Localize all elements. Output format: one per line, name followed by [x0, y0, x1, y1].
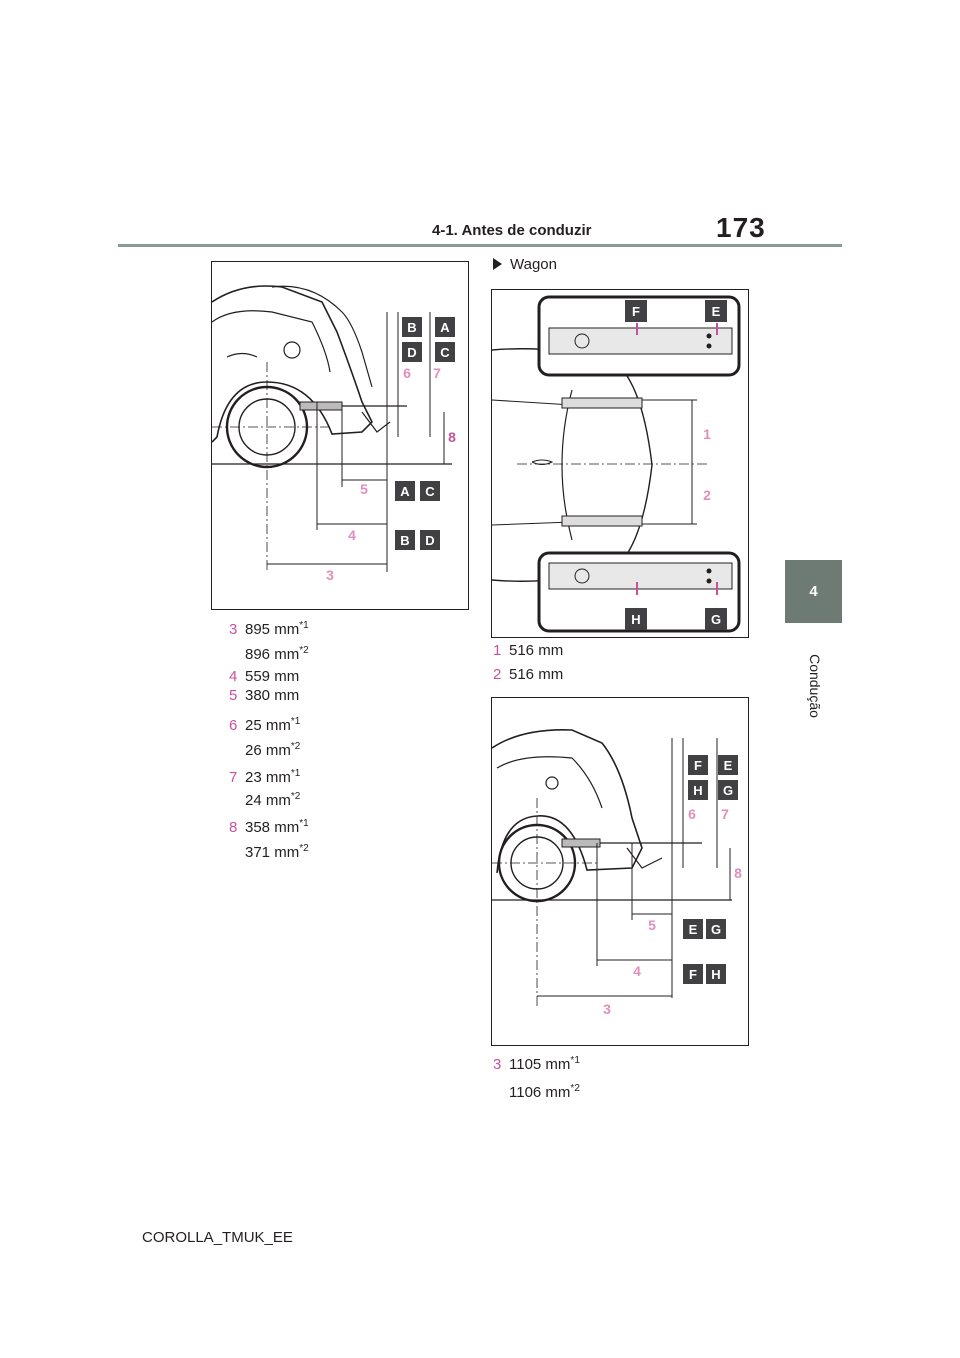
model-code: COROLLA_TMUK_EE: [142, 1229, 293, 1246]
marker-label: D: [425, 533, 434, 548]
dim-label: 6: [403, 365, 411, 381]
dim-label: 3: [326, 567, 334, 583]
dim-label: 5: [648, 917, 656, 933]
marker-label: A: [400, 484, 410, 499]
dim-label: 4: [348, 527, 356, 543]
header-rule: [118, 244, 842, 247]
dim-label: 4: [633, 963, 641, 979]
wagon-heading: Wagon: [493, 256, 557, 273]
dim-label: 1: [703, 426, 711, 442]
chapter-number: 4: [809, 583, 818, 600]
marker-label: E: [689, 922, 698, 937]
chapter-tab: 4: [785, 560, 842, 623]
marker-label: D: [407, 345, 416, 360]
marker-label: G: [711, 922, 721, 937]
wagon-top-diagram: F E 1 2 H G: [491, 289, 749, 638]
marker-label: F: [632, 304, 640, 319]
dim-label: 2: [703, 487, 711, 503]
spec-row: 896 mm*2: [245, 645, 309, 663]
spec-row: 24 mm*2: [245, 791, 301, 809]
marker-label: B: [407, 320, 416, 335]
page-number: 173: [716, 212, 766, 243]
dim-label: 7: [721, 806, 729, 822]
chapter-label: Condução: [807, 654, 823, 718]
hatchback-side-diagram: B A D C 6 7 8 5 A C 4 B D 3: [211, 261, 469, 610]
triangle-bullet-icon: [493, 258, 502, 270]
marker-label: A: [440, 320, 450, 335]
wagon-side-diagram: F E H G 6 7 8 5 E G 4 F H 3: [491, 697, 749, 1046]
marker-label: G: [723, 783, 733, 798]
spec-row: 371 mm*2: [245, 843, 309, 861]
marker-label: E: [712, 304, 721, 319]
spec-row: 26 mm*2: [245, 741, 301, 759]
dim-label: 8: [448, 429, 456, 445]
marker-box: B A D C: [402, 317, 455, 362]
dim-label: 3: [603, 1001, 611, 1017]
dim-label: 7: [433, 365, 441, 381]
marker-label: F: [694, 758, 702, 773]
chapter-label-container: Condução: [775, 626, 855, 746]
marker-label: F: [689, 967, 697, 982]
marker-label: H: [631, 612, 640, 627]
spec-row: 1106 mm*2: [509, 1083, 580, 1101]
marker-label: E: [724, 758, 733, 773]
marker-label: B: [400, 533, 409, 548]
dim-label: 5: [360, 481, 368, 497]
marker-label: C: [425, 484, 435, 499]
marker-label: H: [693, 783, 702, 798]
section-title: 4-1. Antes de conduzir: [432, 222, 592, 239]
dim-label: 8: [734, 865, 742, 881]
dim-label: 6: [688, 806, 696, 822]
marker-label: H: [711, 967, 720, 982]
marker-label: G: [711, 612, 721, 627]
marker-label: C: [440, 345, 450, 360]
